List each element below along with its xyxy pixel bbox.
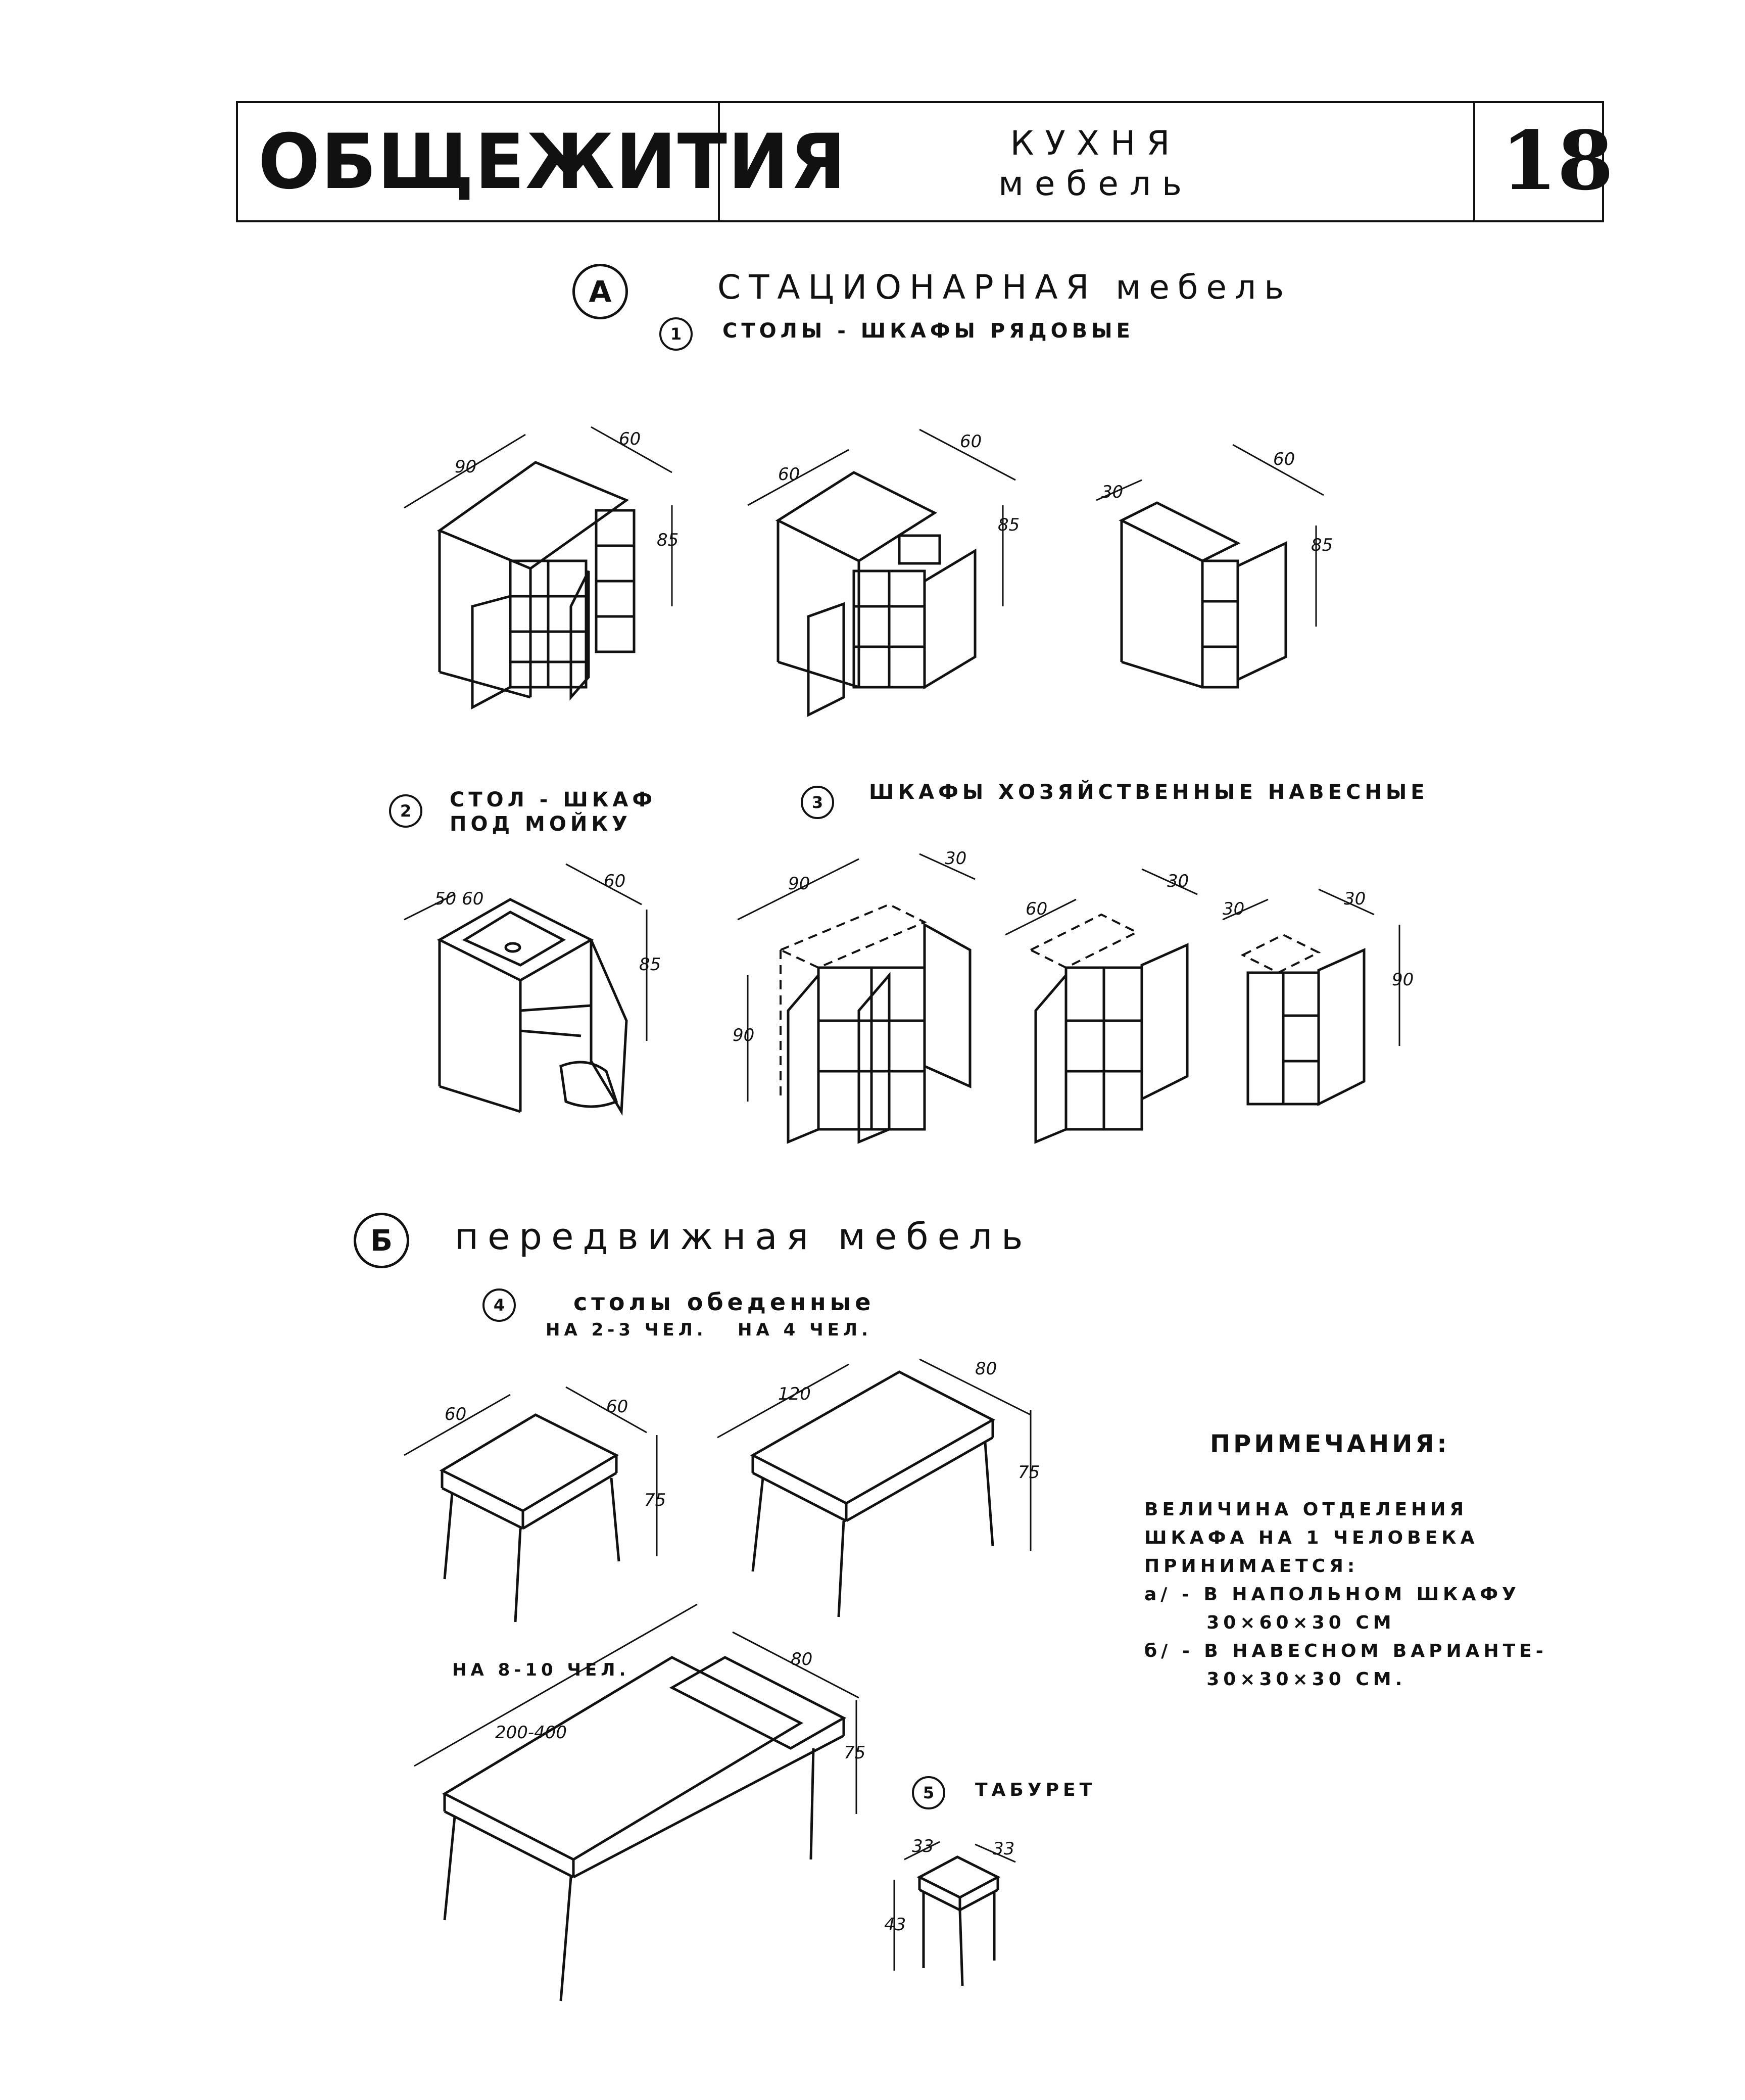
cabinet-30-drawing: 30 60 85	[1096, 444, 1333, 689]
title-block: ОБЩЕЖИТИЯ КУХНЯ мебель 18	[236, 101, 1614, 222]
item2-label-line2: ПОД МОЙКУ	[450, 813, 632, 836]
wall-cabinet-30-drawing: 30 30 90	[1222, 888, 1414, 1107]
dimension-label: 30	[1101, 482, 1123, 502]
dimension-label: 33	[912, 1836, 934, 1856]
section-a-title: СТАЦИОНАРНАЯ мебель	[717, 268, 1292, 307]
dimension-label: 80	[975, 1359, 997, 1379]
dimension-label: 33	[993, 1839, 1014, 1859]
dim-60: 60	[619, 429, 641, 449]
page-number: 18	[1501, 113, 1614, 208]
subtitle-cell: КУХНЯ мебель	[718, 103, 1475, 220]
section-b-title: передвижная мебель	[455, 1215, 1032, 1258]
dimension-label: 80	[791, 1649, 812, 1669]
section-b-marker: Б	[354, 1213, 409, 1268]
dimension-label: 75	[1018, 1462, 1040, 1483]
subtitle-line2: мебель	[998, 164, 1193, 203]
item4-sub-2-3: НА 2-3 ЧЕЛ.	[546, 1320, 707, 1340]
section-a-marker: А	[572, 264, 628, 319]
title-cell: ОБЩЕЖИТИЯ	[238, 103, 846, 220]
subtitle-line1: КУХНЯ	[1010, 124, 1181, 163]
dimension-label: 30	[1167, 871, 1189, 891]
dimension-label: 60	[960, 432, 982, 452]
dimension-label: 50 60	[434, 889, 483, 909]
dimension-label: 90	[788, 874, 810, 894]
dimension-label: 60	[1273, 449, 1295, 469]
item3-marker: 3	[801, 786, 834, 819]
table-2-3-drawing: 60 60 75	[404, 1386, 666, 1622]
cabinet-90-drawing: 90 60 85	[404, 426, 678, 710]
notes-text: ВЕЛИЧИНА ОТДЕЛЕНИЯ ШКАФА НА 1 ЧЕЛОВЕКА П…	[1144, 1499, 1547, 1690]
stool-drawing: 33 33 43	[884, 1836, 1016, 1986]
dimension-label: 60	[445, 1404, 466, 1424]
dimension-label: 85	[1311, 535, 1333, 555]
item4-label: столы обеденные	[573, 1288, 875, 1316]
sink-cabinet-drawing: 50 60 60 85	[404, 863, 661, 1116]
item4-sub-4: НА 4 ЧЕЛ.	[738, 1320, 872, 1340]
dimension-label: 90	[1392, 970, 1414, 990]
wall-cabinet-60-drawing: 60 30	[1005, 868, 1198, 1144]
dimension-label: 90	[733, 1025, 754, 1045]
dim-85: 85	[657, 530, 678, 550]
wall-cabinet-90-drawing: 90 30 90	[733, 848, 976, 1144]
item5-label: ТАБУРЕТ	[975, 1780, 1096, 1800]
notes-title: ПРИМЕЧАНИЯ:	[1210, 1430, 1450, 1458]
dim-90: 90	[455, 457, 476, 477]
dimension-label: 60	[778, 464, 800, 485]
dimension-label: 30	[945, 848, 966, 869]
item2-marker: 2	[389, 794, 422, 828]
item4-sub-8-10: НА 8-10 ЧЕЛ.	[452, 1660, 630, 1680]
dimension-label: 85	[639, 954, 661, 975]
cabinet-60-drawing: 60 60 85	[747, 428, 1020, 718]
dimension-label: 30	[1344, 889, 1366, 909]
dimension-label: 60	[604, 871, 625, 891]
table-4-drawing: 120 80 75	[717, 1358, 1040, 1617]
dimension-label: 30	[1223, 899, 1244, 919]
dimension-label: 75	[844, 1743, 865, 1763]
document-title: ОБЩЕЖИТИЯ	[258, 118, 847, 206]
item5-marker: 5	[912, 1776, 945, 1809]
dimension-label: 200-400	[495, 1723, 567, 1743]
item4-marker: 4	[482, 1288, 516, 1322]
dimension-label: 43	[884, 1915, 906, 1935]
table-8-10-drawing: 200-400 80 75	[414, 1603, 865, 2001]
item1-label: СТОЛЫ - ШКАФЫ РЯДОВЫЕ	[722, 319, 1134, 343]
dimension-label: 85	[998, 515, 1020, 535]
dimension-label: 60	[606, 1397, 628, 1417]
dimension-label: 60	[1026, 899, 1047, 919]
dimension-label: 75	[644, 1490, 666, 1510]
item1-marker: 1	[659, 317, 693, 351]
item3-label: ШКАФЫ ХОЗЯЙСТВЕННЫЕ НАВЕСНЫЕ	[869, 781, 1429, 804]
dimension-label: 120	[778, 1384, 811, 1404]
item2-label-line1: СТОЛ - ШКАФ	[450, 788, 657, 812]
